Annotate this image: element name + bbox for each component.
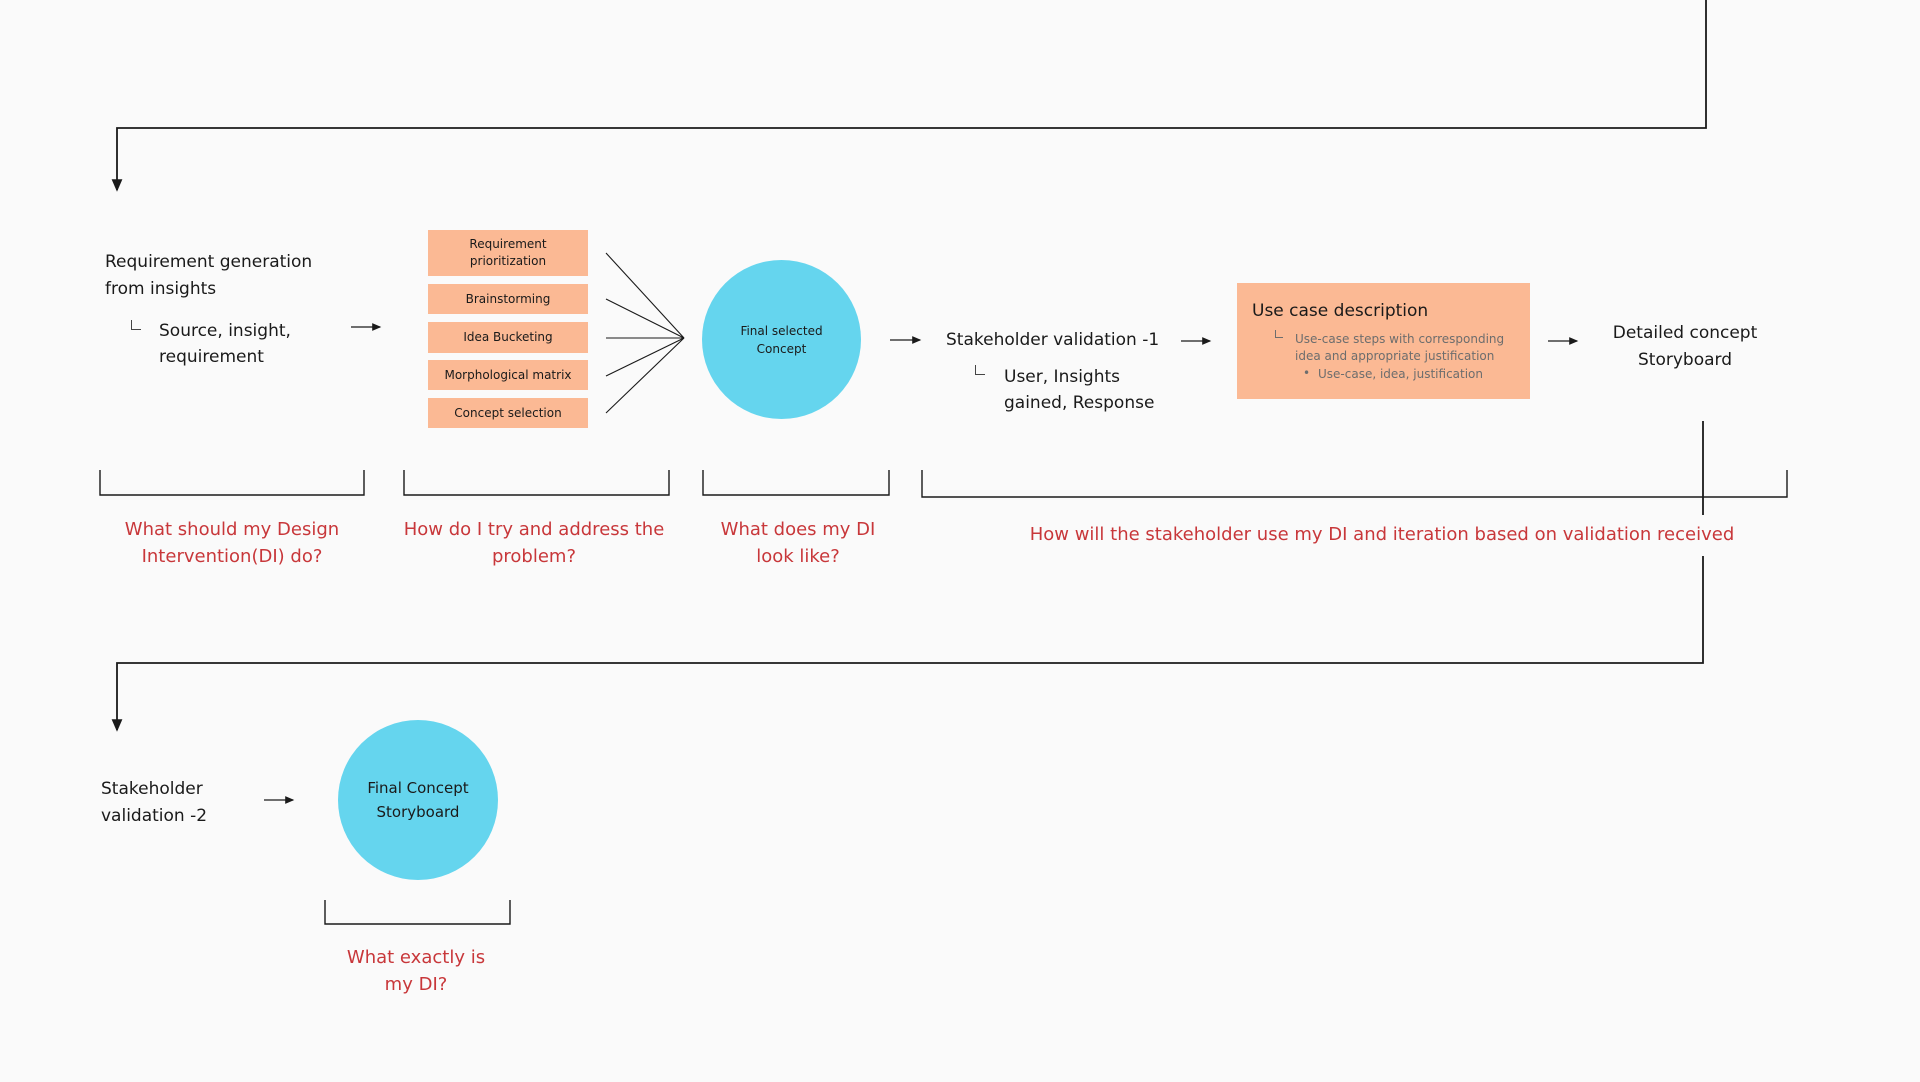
final-concept-line-1: Final Concept [367, 779, 469, 797]
use-case-title: Use case description [1252, 301, 1429, 321]
sub-item-corner-icon [1275, 330, 1283, 338]
stakeholder-validation-1-sub-line-2: gained, Response [1004, 393, 1155, 413]
question-line: my DI? [384, 974, 448, 995]
method-box-brainstorming: Brainstorming [428, 284, 588, 314]
final-selected-concept-line-2: Concept [756, 341, 807, 356]
method-box-requirement-prioritization: Requirement prioritization [428, 230, 588, 276]
use-case-detail-line-2: idea and appropriate justification [1295, 349, 1495, 363]
question-how-address-problem: How do I try and address the problem? [384, 516, 684, 570]
final-selected-concept-line-1: Final selected [740, 323, 823, 338]
method-convergence-lines [605, 252, 685, 414]
stakeholder-validation-1-title: Stakeholder validation -1 [946, 330, 1160, 350]
stakeholder-validation-2: Stakeholder validation -2 [101, 776, 261, 830]
question-line: What exactly is [346, 947, 486, 968]
question-what-exactly-is-di: What exactly is my DI? [316, 944, 516, 998]
bracket-q1 [99, 470, 365, 496]
question-line: problem? [491, 546, 577, 567]
method-label: Morphological matrix [444, 367, 572, 382]
method-box-concept-selection: Concept selection [428, 398, 588, 428]
requirement-generation-sub-line-2: requirement [159, 347, 264, 367]
method-box-idea-bucketing: Idea Bucketing [428, 322, 588, 353]
sub-item-corner-icon [975, 365, 985, 375]
sub-item-corner-icon [131, 320, 141, 330]
stakeholder-validation-2-line-2: validation -2 [101, 806, 208, 826]
question-line: How do I try and address the [403, 519, 665, 540]
method-label: Concept selection [454, 405, 562, 420]
use-case-description-box: Use case description Use-case steps with… [1237, 283, 1530, 399]
bracket-q4 [921, 470, 1788, 498]
final-concept-storyboard-circle: Final Concept Storyboard [338, 720, 498, 880]
method-label: Brainstorming [465, 291, 551, 306]
method-box-morphological-matrix: Morphological matrix [428, 360, 588, 390]
method-label: prioritization [469, 254, 547, 268]
question-line: What does my DI [720, 519, 876, 540]
question-line: look like? [756, 546, 840, 567]
requirement-generation-title: Requirement generation from insights [105, 249, 365, 303]
stakeholder-validation-2-line-1: Stakeholder [101, 779, 203, 799]
stakeholder-validation-1-sub-line-1: User, Insights [1004, 367, 1121, 387]
question-what-should-di-do: What should my Design Intervention(DI) d… [92, 516, 372, 570]
bracket-q2 [403, 470, 670, 496]
stakeholder-validation-1-sub: User, Insights gained, Response [1004, 364, 1204, 416]
use-case-bullet: Use-case, idea, justification [1318, 367, 1484, 381]
method-label: Idea Bucketing [463, 330, 553, 344]
requirement-generation-sub: Source, insight, requirement [159, 318, 359, 370]
question-how-stakeholder-use-di: How will the stakeholder use my DI and i… [1022, 521, 1742, 548]
use-case-bullet-dot: • [1303, 366, 1311, 380]
requirement-generation-line-1: Requirement generation [105, 252, 313, 272]
requirement-generation-sub-line-1: Source, insight, [159, 321, 291, 341]
question-line: Intervention(DI) do? [141, 546, 323, 567]
detailed-concept-line-2: Storyboard [1638, 350, 1732, 370]
method-label: Requirement [469, 237, 547, 251]
detailed-concept-line-1: Detailed concept [1612, 323, 1758, 343]
bottom-loop-connector [111, 556, 1704, 732]
final-concept-line-2: Storyboard [376, 803, 460, 821]
requirement-generation-line-2: from insights [105, 279, 217, 299]
top-loop-connector [111, 0, 1707, 192]
bracket-q3 [702, 470, 890, 496]
question-line: How will the stakeholder use my DI and i… [1029, 524, 1735, 545]
bracket-q5 [324, 900, 511, 925]
question-what-does-di-look-like: What does my DI look like? [698, 516, 898, 570]
final-selected-concept-circle: Final selected Concept [702, 260, 861, 419]
use-case-detail-line-1: Use-case steps with corresponding [1295, 332, 1505, 346]
question-line: What should my Design [124, 519, 340, 540]
detailed-concept-storyboard: Detailed concept Storyboard [1590, 320, 1780, 374]
